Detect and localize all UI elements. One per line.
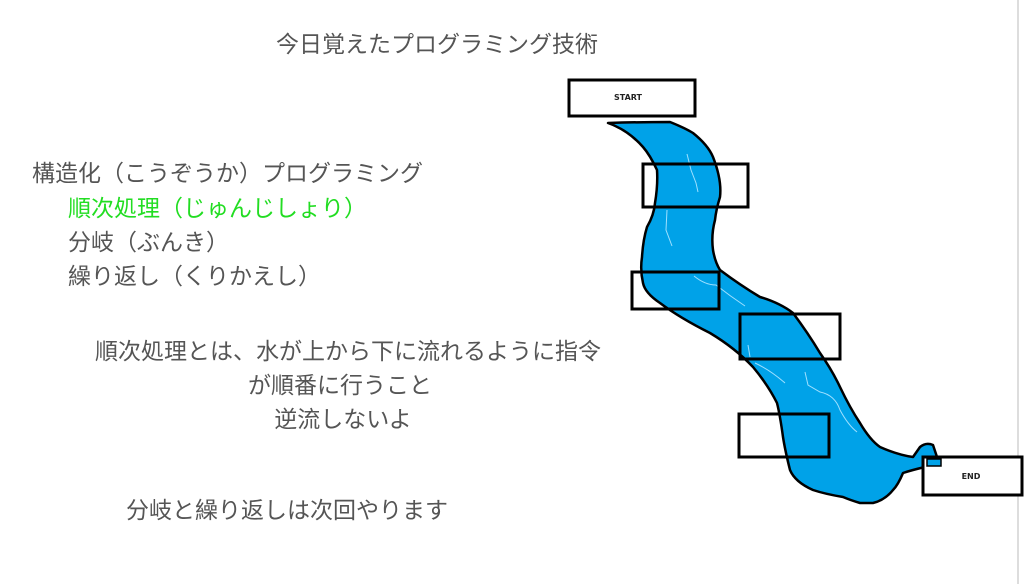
explanation-line-3: 逆流しないよ	[274, 407, 412, 433]
water-current-lines	[665, 153, 858, 433]
topic-item-loop: 繰り返し（くりかえし）	[68, 264, 321, 290]
start-label: START	[614, 93, 643, 102]
process-box-3	[738, 312, 842, 361]
process-box-1	[641, 162, 750, 209]
end-label: END	[962, 472, 981, 481]
river-mouth	[926, 458, 942, 467]
process-boxes	[630, 162, 842, 459]
page-edge-divider	[1017, 0, 1019, 584]
topic-item-branch: 分岐（ぶんき）	[68, 230, 229, 256]
topic-heading: 構造化（こうぞうか）プログラミング	[32, 161, 423, 187]
topic-item-sequential: 順次処理（じゅんじしょり）	[68, 196, 367, 222]
footer-note: 分岐と繰り返しは次回やります	[126, 498, 448, 524]
page-title: 今日覚えたプログラミング技術	[276, 32, 598, 58]
process-box-4	[737, 412, 831, 459]
explanation-line-1: 順次処理とは、水が上から下に流れるように指令	[95, 339, 601, 365]
start-box	[567, 78, 697, 118]
process-box-2	[630, 270, 721, 311]
explanation-line-2: が順番に行うこと	[248, 373, 432, 399]
